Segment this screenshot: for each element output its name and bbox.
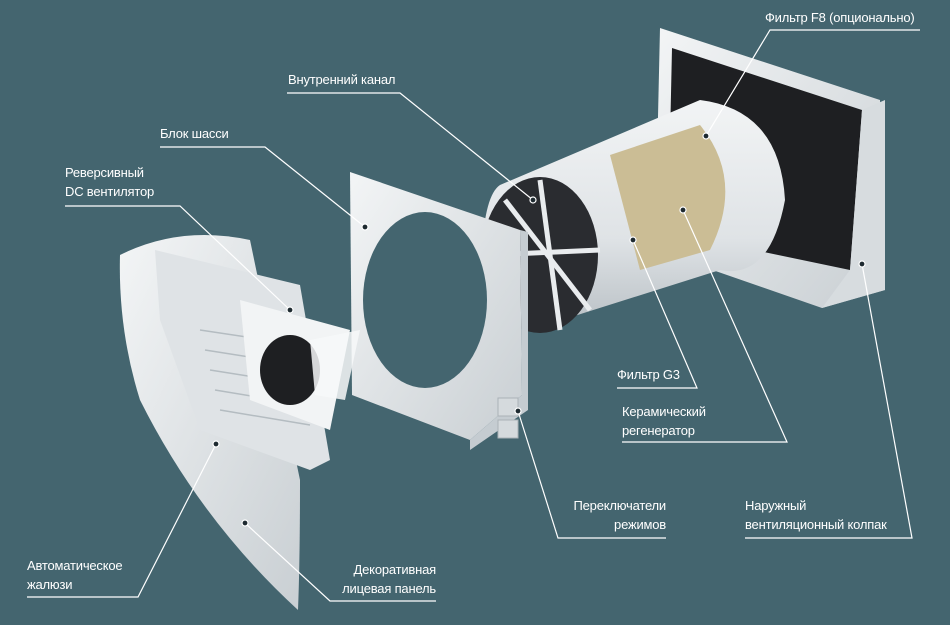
label-fan-line1: Реверсивный (65, 165, 144, 180)
chassis-block (350, 172, 528, 450)
face-panel (119, 235, 360, 610)
label-shutter-line2: жалюзи (27, 577, 73, 592)
label-filter-g3: Фильтр G3 (617, 367, 680, 382)
label-panel-line1: Декоративная (353, 562, 437, 577)
label-hood: Наружный вентиляционный колпак (745, 496, 887, 534)
label-panel-line2: лицевая панель (342, 581, 436, 596)
label-panel: Декоративная лицевая панель (316, 560, 436, 598)
label-shutter: Автоматическое жалюзи (27, 556, 123, 594)
label-switches: Переключатели режимов (560, 496, 667, 534)
label-filter-f8: Фильтр F8 (опционально) (765, 10, 915, 25)
label-chassis: Блок шасси (160, 126, 229, 141)
leader-dots (212, 132, 866, 527)
label-hood-line2: вентиляционный колпак (745, 517, 887, 532)
label-regenerator-line2: регенератор (622, 423, 695, 438)
label-switches-line1: Переключатели (573, 498, 667, 513)
leader-lines (27, 29, 920, 602)
label-inner-channel: Внутренний канал (288, 72, 396, 87)
label-shutter-line1: Автоматическое (27, 558, 123, 573)
label-regenerator: Керамический регенератор (622, 402, 706, 440)
label-regenerator-line1: Керамический (622, 404, 706, 419)
label-switches-line2: режимов (614, 517, 666, 532)
label-fan-line2: DC вентилятор (65, 184, 155, 199)
label-fan: Реверсивный DC вентилятор (65, 163, 154, 201)
label-hood-line1: Наружный (745, 498, 807, 513)
